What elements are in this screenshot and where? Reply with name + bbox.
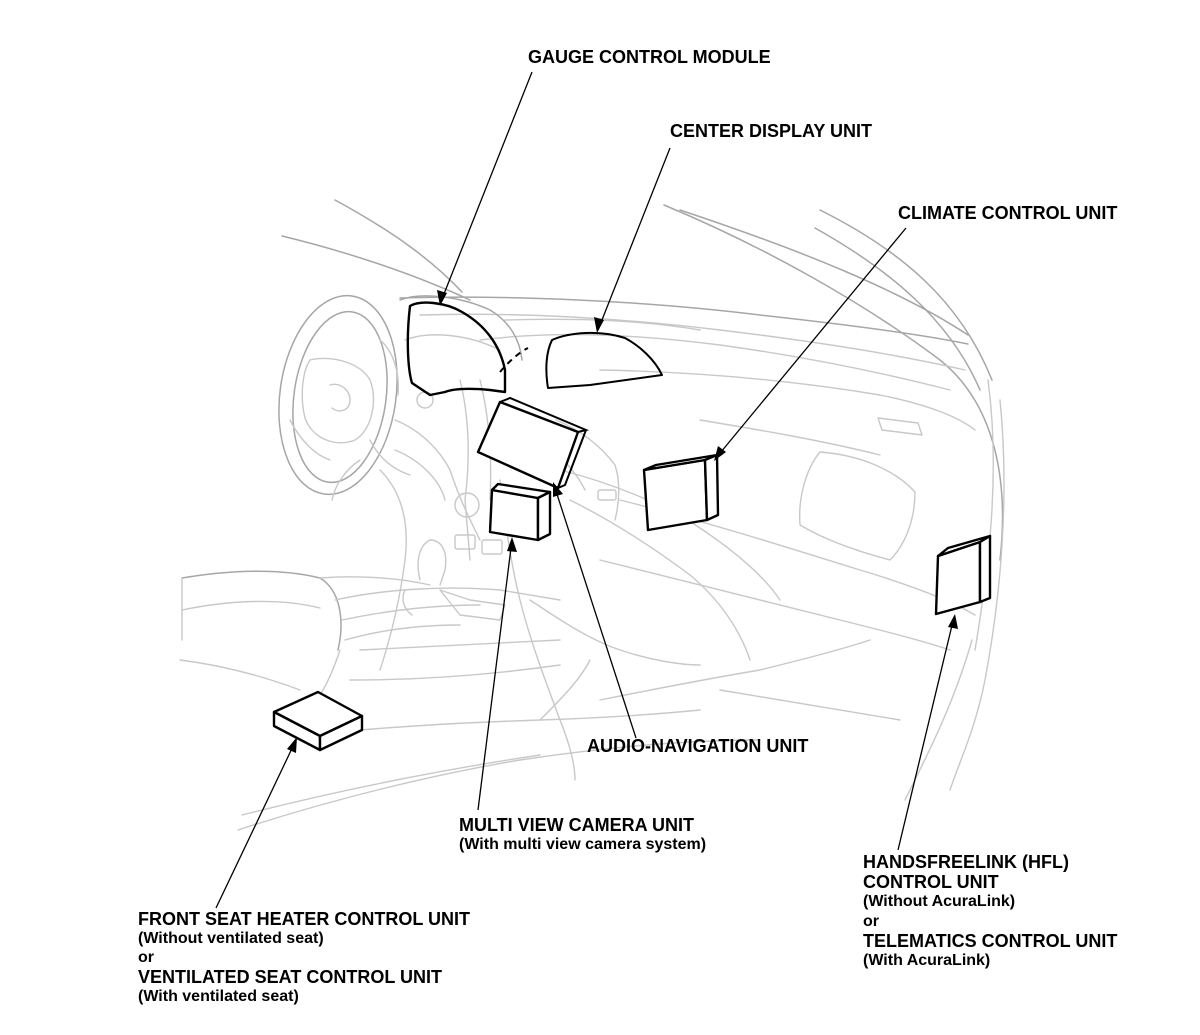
gauge-control-module-shape xyxy=(406,301,529,397)
hfl-label-line1: HANDSFREELINK (HFL) xyxy=(863,852,1069,872)
climate-control-unit-label: CLIMATE CONTROL UNIT xyxy=(898,203,1118,223)
multi-view-camera-unit-label: MULTI VIEW CAMERA UNIT xyxy=(459,815,694,835)
audio-navigation-unit-shape xyxy=(476,396,590,490)
hfl-label-line2: CONTROL UNIT xyxy=(863,872,999,892)
seat-or: or xyxy=(138,949,154,966)
gauge-control-module-label: GAUGE CONTROL MODULE xyxy=(528,47,771,67)
front-seat-heater-control-unit-label: FRONT SEAT HEATER CONTROL UNIT xyxy=(138,909,470,929)
seat-heater-control-unit-shape xyxy=(272,690,364,752)
seat-note-without-ventilated: (Without ventilated seat) xyxy=(138,930,324,947)
climate-control-unit-shape xyxy=(642,453,720,532)
hfl-note-without-acuralink: (Without AcuraLink) xyxy=(863,893,1016,910)
hfl-or: or xyxy=(863,913,879,930)
car-interior-drawing xyxy=(179,199,1005,831)
center-display-unit-label: CENTER DISPLAY UNIT xyxy=(670,121,873,141)
telematics-control-unit-label: TELEMATICS CONTROL UNIT xyxy=(863,931,1118,951)
multi-view-camera-unit-note: (With multi view camera system) xyxy=(459,836,707,853)
telematics-note-with-acuralink: (With AcuraLink) xyxy=(863,952,991,969)
seat-note-with-ventilated: (With ventilated seat) xyxy=(138,988,299,1005)
multi-view-camera-unit-shape xyxy=(488,482,552,542)
ventilated-seat-control-unit-label: VENTILATED SEAT CONTROL UNIT xyxy=(138,967,442,987)
audio-navigation-unit-label: AUDIO-NAVIGATION UNIT xyxy=(587,736,809,756)
hfl-control-unit-shape xyxy=(934,534,992,616)
center-display-unit-shape xyxy=(545,331,663,389)
leader-lines xyxy=(215,71,958,909)
